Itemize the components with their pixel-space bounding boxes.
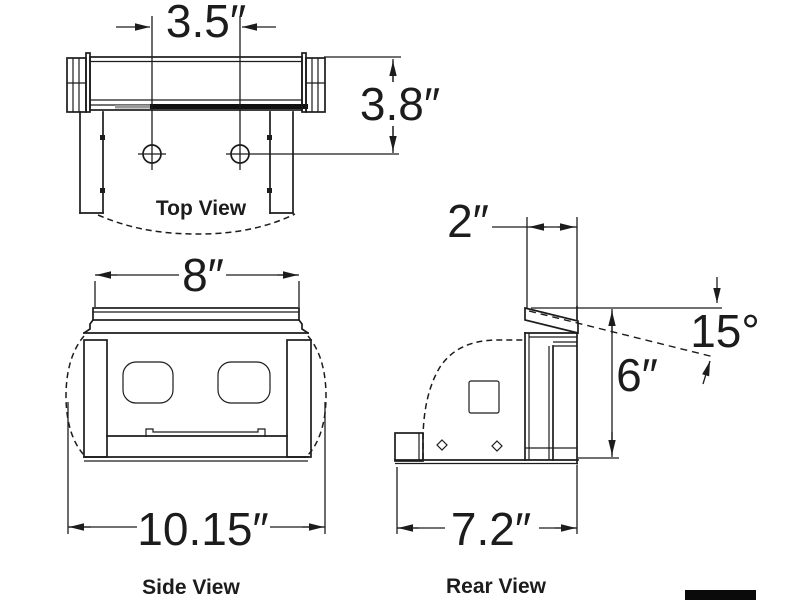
dim-hole-spacing: 3.5″ xyxy=(166,0,246,47)
side-view-body xyxy=(65,307,327,462)
bar-shadow-segment xyxy=(115,105,153,109)
side-hole-left xyxy=(122,361,174,404)
corner-logo-bar xyxy=(685,590,756,600)
rear-hidden-profile xyxy=(422,339,525,459)
side-handle xyxy=(145,428,266,437)
side-hole-right xyxy=(217,361,271,404)
rear-square-hole xyxy=(468,380,500,414)
rear-small-hole-left xyxy=(436,439,448,451)
side-view: 8″ 10.15″ Side View xyxy=(65,249,327,599)
top-view-bar xyxy=(66,52,326,113)
dim-side-top-width: 8″ xyxy=(182,249,224,301)
label-rear-view: Rear View xyxy=(446,575,547,598)
label-side-view: Side View xyxy=(142,576,240,599)
dim-flap-angle: 15° xyxy=(690,305,760,357)
rear-flap xyxy=(524,306,579,335)
rear-small-hole-right xyxy=(491,440,503,452)
dim-side-overall-width: 10.15″ xyxy=(137,503,268,555)
top-view: 3.5″ 3.8″ Top View xyxy=(66,0,443,235)
hidden-arc xyxy=(97,213,296,235)
dim-rear-height: 6″ xyxy=(616,349,658,401)
rear-view: 2″ 15° 6″ 7.2″ Rear View xyxy=(394,195,760,598)
dim-channel-width: 2″ xyxy=(447,195,489,247)
rear-view-dimensions: 2″ 15° 6″ 7.2″ xyxy=(396,195,760,555)
bar-dark-edge xyxy=(150,104,308,109)
rear-view-body xyxy=(394,306,579,465)
side-view-dimensions: 8″ 10.15″ xyxy=(67,249,326,555)
dim-depth-to-hole-centers: 3.8″ xyxy=(360,78,440,130)
top-view-dimensions: 3.5″ 3.8″ xyxy=(116,0,443,170)
label-top-view: Top View xyxy=(156,197,247,220)
dim-rear-overall-depth: 7.2″ xyxy=(451,503,531,555)
